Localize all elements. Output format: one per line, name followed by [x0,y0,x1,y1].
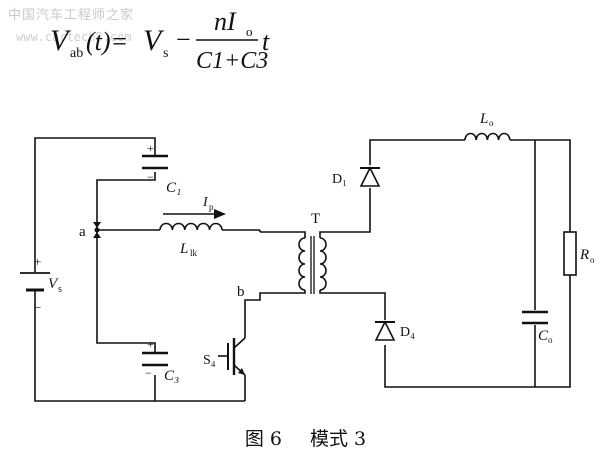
diode-d1 [359,166,381,187]
vs-plus-sign: + [34,254,41,269]
vs-label: V [48,276,59,292]
formula-lhs: V [50,24,72,57]
c3-label: C₃ [164,368,179,384]
capacitor-c3 [142,351,168,367]
resistor-ro [563,231,577,276]
ip-label-subscript: p [209,202,214,212]
c1-label: C₁ [166,180,181,196]
voltage-source-vs [20,272,50,292]
inductor-lo [464,132,511,141]
formula-minus: − [176,25,191,54]
formula: V ab (t)= V s − nI o C1+C3 t [50,7,270,74]
node-b-label: b [237,284,245,300]
llk-label: L [179,241,188,257]
capacitor-co [522,310,548,325]
c3-minus-sign: − [145,366,152,380]
vs-label-subscript: s [58,284,62,295]
transformer-label: T [311,211,320,227]
figure-number: 图 6 [244,428,282,450]
c1-minus-sign: − [147,170,154,184]
formula-time-var: t [262,27,270,56]
formula-vs: V [143,24,165,57]
node-a-label: a [79,224,86,240]
c1-plus-sign: + [147,141,154,155]
vs-minus-sign: − [34,300,41,315]
lo-label: L [479,111,488,127]
ro-label: R [579,247,589,263]
ro-label-subscript: o [590,255,595,265]
ip-label: I [202,195,209,210]
circuit-wires [34,137,571,402]
formula-denominator: C1+C3 [196,48,268,74]
d4-label: D₄ [400,325,415,340]
s4-label: S₄ [203,353,216,368]
formula-numerator-subscript: o [246,24,253,39]
transformer-t [298,236,327,294]
node-a-dot [94,227,100,233]
formula-vs-subscript: s [163,46,168,61]
inductor-llk [159,222,223,231]
s4-arrow-icon [238,368,245,375]
figure-title: 模式 3 [310,428,367,450]
d1-label: D₁ [332,172,347,187]
formula-lhs-arg: (t)= [86,27,128,56]
lo-label-subscript: o [489,118,494,128]
watermark-site-name: 中国汽车工程师之家 [8,8,135,23]
capacitor-c1 [142,154,168,170]
node-a-marker-icon [93,222,101,238]
formula-numerator: nI [214,7,237,36]
watermark-url: www.cartech8.com [16,30,132,44]
current-ip-arrow [163,209,226,219]
co-label: C [538,328,549,344]
llk-label-subscript: lk [190,248,198,258]
formula-lhs-subscript: ab [70,46,83,61]
co-label-subscript: o [548,335,553,345]
diode-d4 [374,320,396,341]
c3-plus-sign: + [147,337,154,351]
figure-caption: 图 6 模式 3 [0,424,611,451]
